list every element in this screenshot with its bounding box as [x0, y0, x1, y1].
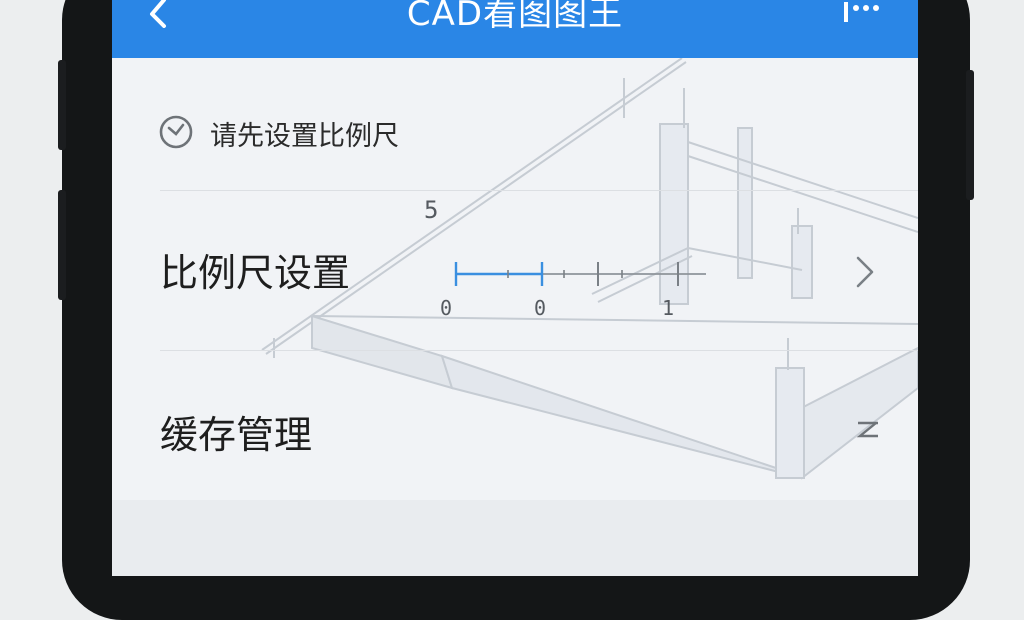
- scale-hint: 请先设置比例尺: [158, 108, 858, 154]
- app-screen: CAD看图图王 请先设置比例尺 比例尺设置 5: [112, 0, 918, 576]
- divider: [160, 190, 918, 191]
- ruler-label-0: 0: [440, 296, 453, 320]
- volume-button: [58, 60, 66, 150]
- clock-icon: [159, 115, 193, 149]
- ruler-line: [454, 262, 706, 286]
- chevron-right-icon: [856, 256, 874, 288]
- cache-management-item[interactable]: 缓存管理: [112, 380, 918, 490]
- power-button: [966, 70, 974, 200]
- volume-button-2: [58, 190, 66, 300]
- cache-management-label: 缓存管理: [160, 413, 313, 457]
- scale-settings-label: 比例尺设置: [160, 251, 351, 295]
- divider: [160, 350, 918, 351]
- ruler-label-2: 1: [662, 296, 675, 320]
- scale-ruler: 5 0 0 1: [424, 196, 722, 328]
- more-icon[interactable]: [840, 0, 888, 28]
- app-bar: CAD看图图王: [112, 0, 918, 58]
- storage-icon: [856, 421, 878, 438]
- hint-text: 请先设置比例尺: [210, 121, 399, 152]
- back-icon[interactable]: [142, 0, 176, 28]
- ruler-label-1: 0: [534, 296, 547, 320]
- app-title: CAD看图图王: [406, 0, 624, 34]
- scale-settings-item[interactable]: 比例尺设置: [112, 218, 918, 328]
- ruler-top-value: 5: [424, 196, 439, 224]
- bottom-area: [112, 500, 918, 576]
